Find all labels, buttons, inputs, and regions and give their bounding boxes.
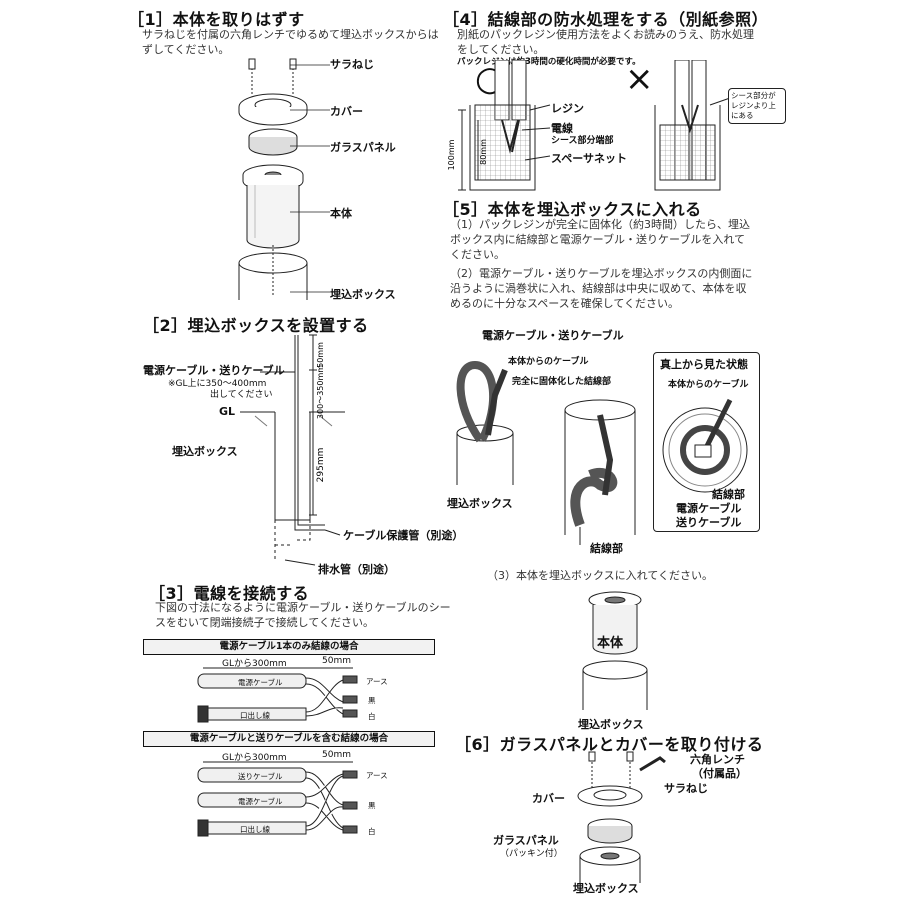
section4-title: ［4］結線部の防水処理をする（別紙参照） <box>443 10 769 29</box>
tv-junction: 結線部 <box>712 488 745 501</box>
label-body-5: 本体 <box>597 636 624 651</box>
dim-50: 50mm <box>316 342 325 368</box>
section4-note: パックレジンは約3時間の硬化時間が必要です。 <box>457 57 641 67</box>
section1-leader-lines <box>290 64 330 293</box>
label-cable: 電源ケーブル・送りケーブル <box>143 364 285 377</box>
label-body-cable-5: 本体からのケーブル <box>508 357 589 367</box>
case2-wiring-diagram <box>197 761 358 837</box>
dim-300: 300〜350mm <box>316 365 325 419</box>
case2-send-label: 送りケーブル <box>238 772 283 781</box>
label-gl: GL <box>219 405 236 418</box>
section5-step3: （3）本体を埋込ボックスに入れてください。 <box>487 569 714 582</box>
label-resin: レジン <box>551 102 584 115</box>
case2-power-label: 電源ケーブル <box>238 797 283 806</box>
ng-mark: × <box>625 59 654 99</box>
tv-power: 電源ケーブル <box>676 502 742 515</box>
case1-power-label: 電源ケーブル <box>238 678 283 687</box>
top-view-diagram <box>662 398 748 493</box>
section1-exploded-diagram <box>238 58 308 300</box>
case2-white: 白 <box>368 827 376 836</box>
dim-295: 295mm <box>316 448 326 483</box>
case1-earth: アース <box>366 677 388 686</box>
case2-dim-50: 50mm <box>322 750 351 760</box>
case1-black: 黒 <box>368 696 376 705</box>
label-box2: 埋込ボックス <box>172 445 238 458</box>
section5-step2: （2）電源ケーブル・送りケーブルを埋込ボックスの内側面に沿うように渦巻状に入れ、… <box>450 267 753 310</box>
case2-dim-gl: GLから300mm <box>222 753 287 763</box>
section5-step1: （1）パックレジンが完全に固体化（約3時間）したら、埋込ボックス内に結線部と電源… <box>450 218 750 261</box>
case2-lead-label: 口出し線 <box>240 825 270 834</box>
section5-insert-diagram <box>582 591 648 710</box>
label-wrench-note: （付属品） <box>692 767 747 780</box>
label-packing: （パッキン付） <box>500 849 563 859</box>
label-box: 埋込ボックス <box>330 288 396 301</box>
label-glass-panel: ガラスパネル <box>330 141 396 154</box>
label-body: 本体 <box>330 207 352 220</box>
case1-lead-label: 口出し線 <box>240 711 270 720</box>
top-view-title: 真上から見た状態 <box>660 358 748 371</box>
section1-title: ［1］本体を取りはずす <box>128 10 305 29</box>
section3-description: 下図の寸法になるように電源ケーブル・送りケーブルのシースをむいて閉端接続子で接続… <box>155 601 451 629</box>
label-screw: サラねじ <box>330 58 374 71</box>
label-box-5b: 埋込ボックス <box>578 718 644 731</box>
label-drain: 排水管（別途） <box>318 563 395 576</box>
dim-80: 80mm <box>479 139 488 165</box>
label-pipe: ケーブル保護管（別途） <box>343 529 464 542</box>
case1-dim-gl: GLから300mm <box>222 659 287 669</box>
label-spacer: スペーサネット <box>551 152 628 165</box>
case1-banner: 電源ケーブル1本のみ結線の場合 <box>143 639 435 655</box>
section2-install-diagram: 50mm 300〜350mm 295mm <box>240 334 345 566</box>
label-screw-6: サラねじ <box>664 782 708 795</box>
section3-title: ［3］電線を接続する <box>149 584 310 603</box>
case1-wiring-diagram <box>197 667 358 723</box>
cable-note-1: ※GL上に350〜400mm <box>168 379 267 389</box>
label-cover-6: カバー <box>532 792 565 805</box>
label-solid-junction: 完全に固体化した結線部 <box>512 377 612 387</box>
section5-title: ［5］本体を埋込ボックスに入れる <box>443 200 702 219</box>
label-wrench: 六角レンチ <box>690 753 745 766</box>
label-box-5: 埋込ボックス <box>447 497 513 510</box>
ng-note-box: シース部分がレジンより上にある <box>728 88 786 124</box>
label-cover: カバー <box>330 105 363 118</box>
section6-assembly-diagram <box>577 751 666 883</box>
tv-send: 送りケーブル <box>676 516 742 529</box>
section4-resin-diagram: 100mm 80mm <box>447 60 731 191</box>
case2-earth: アース <box>366 771 388 780</box>
tv-body-cable: 本体からのケーブル <box>668 380 749 390</box>
label-sheath-end: シース部分端部 <box>551 136 614 146</box>
case1-white: 白 <box>368 712 376 721</box>
label-cable-5: 電源ケーブル・送りケーブル <box>482 329 624 342</box>
dim-100: 100mm <box>447 139 456 170</box>
cable-note-2: 出してください <box>210 390 273 400</box>
section6-title: ［6］ガラスパネルとカバーを取り付ける <box>455 735 764 754</box>
section2-title: ［2］埋込ボックスを設置する <box>143 316 369 335</box>
section4-description: 別紙のパックレジン使用方法をよくお読みのうえ、防水処理をしてください。 <box>457 28 754 56</box>
case2-black: 黒 <box>368 801 376 810</box>
label-junction-5: 結線部 <box>590 542 623 555</box>
label-wire: 電線 <box>551 122 573 135</box>
top-view-panel <box>653 352 760 532</box>
case1-dim-50: 50mm <box>322 656 351 666</box>
label-box-6: 埋込ボックス <box>573 882 639 895</box>
section1-description: サラねじを付属の六角レンチでゆるめて埋込ボックスからはずしてください。 <box>142 28 439 56</box>
section5-coil-diagram <box>456 360 636 545</box>
label-glass-6: ガラスパネル <box>493 834 559 847</box>
case2-banner: 電源ケーブルと送りケーブルを含む結線の場合 <box>143 731 435 747</box>
